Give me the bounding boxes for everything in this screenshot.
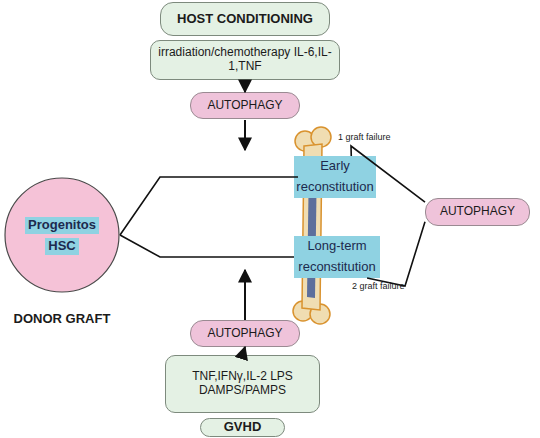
connector <box>367 222 425 286</box>
process-box: irradiation/chemotherapy IL-6,IL-1,TNF <box>150 40 340 80</box>
node-text: HSC <box>45 238 78 255</box>
connector <box>120 235 294 257</box>
stage-label: Long-term reconstitution <box>294 236 380 278</box>
graft-circle: ProgenitosHSC DONOR GRAFT <box>4 176 120 332</box>
connector <box>243 347 246 355</box>
header-box: GVHD <box>200 418 285 437</box>
node-text: GVHD <box>224 420 262 435</box>
node-text: TNF,IFNγ,IL-2 LPS DAMPS/PAMPS <box>166 370 319 398</box>
node-text: AUTOPHAGY <box>207 327 282 341</box>
node-text: irradiation/chemotherapy IL-6,IL-1,TNF <box>151 46 339 74</box>
connector <box>120 177 298 235</box>
edge-label: 2 graft failure <box>352 281 405 291</box>
node-text: Progenitos <box>25 217 99 234</box>
connector <box>351 146 425 202</box>
process-box: AUTOPHAGY <box>190 320 300 347</box>
stage-label: Early reconstitution <box>298 156 372 198</box>
process-box: TNF,IFNγ,IL-2 LPS DAMPS/PAMPS <box>165 355 320 413</box>
node-text: AUTOPHAGY <box>207 99 282 113</box>
node-text: Early reconstitution <box>294 156 375 198</box>
process-box: AUTOPHAGY <box>190 92 300 119</box>
process-box: AUTOPHAGY <box>425 198 530 226</box>
circle-shape <box>5 178 119 292</box>
edge-label: 1 graft failure <box>338 132 391 142</box>
arrow-to-graft <box>244 270 246 320</box>
arrow-to-graft <box>244 120 246 150</box>
header-box: HOST CONDITIONING <box>160 2 330 36</box>
connector <box>244 80 246 92</box>
node-text: DONOR GRAFT <box>4 312 120 327</box>
node-text: HOST CONDITIONING <box>177 12 313 27</box>
node-text: Long-term reconstitution <box>294 236 380 278</box>
node-text: AUTOPHAGY <box>440 205 515 219</box>
